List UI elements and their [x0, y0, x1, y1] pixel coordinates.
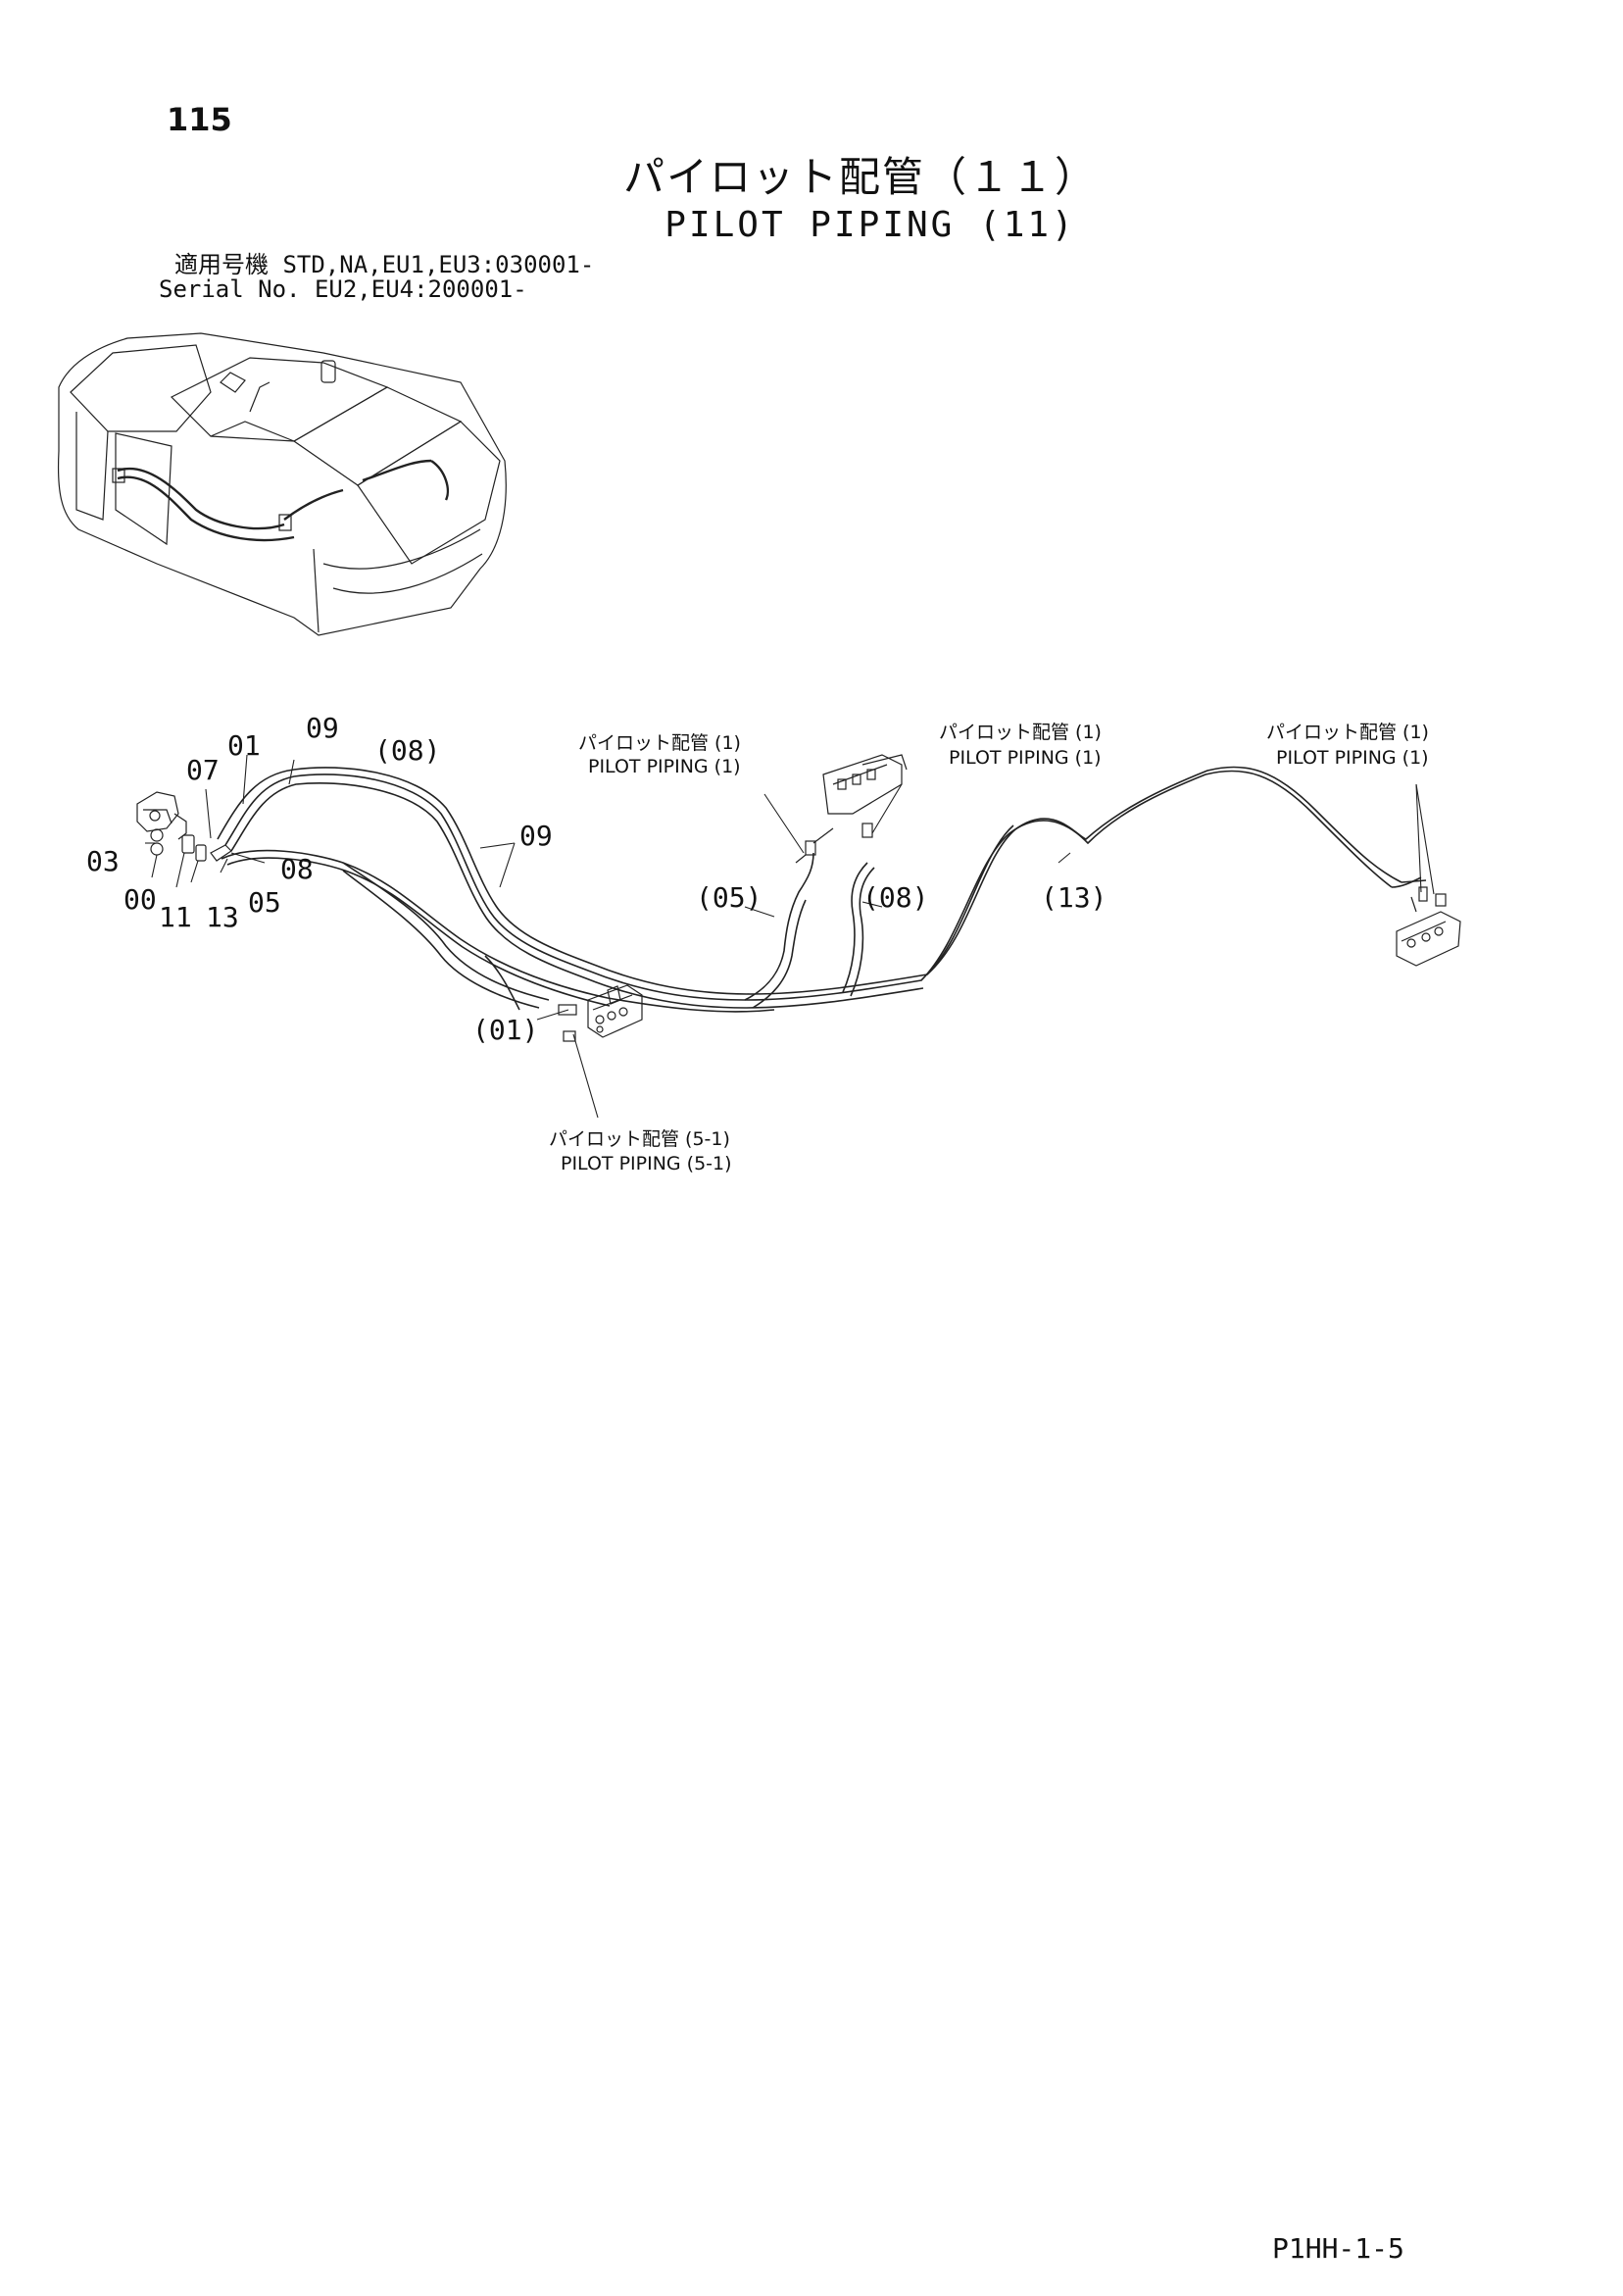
- note-pilot-piping-1-a-en: PILOT PIPING (1): [588, 756, 741, 777]
- callout-07: 07: [186, 754, 220, 786]
- callout-09-second: 09: [519, 820, 553, 852]
- machine-overview-illustration: [57, 332, 507, 636]
- serial-line-2: Serial No. EU2,EU4:200001-: [159, 275, 527, 303]
- note-pilot-piping-1-b-jp: パイロット配管 (1): [939, 722, 1102, 743]
- pilot-valve-assembly: [136, 791, 232, 862]
- title-english: PILOT PIPING (11): [664, 205, 1076, 245]
- callout-13: 13: [206, 901, 239, 933]
- callout-09: 09: [306, 712, 339, 744]
- pipe-bundle: [217, 766, 1427, 1013]
- pilot-valve-block-upper: [795, 754, 908, 864]
- note-pilot-piping-1-b-en: PILOT PIPING (1): [949, 747, 1102, 769]
- callout-08-ref: (08): [374, 734, 440, 767]
- callout-13-ref: (13): [1041, 881, 1107, 914]
- part-callouts: 01 09 (08) 07 03 08 00 11 13 05 09 (05) …: [86, 712, 1107, 1046]
- serial-line-1: 適用号機 STD,NA,EU1,EU3:030001-: [174, 251, 595, 278]
- callout-00: 00: [123, 883, 157, 916]
- note-pilot-piping-1-c-jp: パイロット配管 (1): [1266, 722, 1429, 743]
- note-pilot-piping-1-a-jp: パイロット配管 (1): [578, 732, 741, 754]
- page-number: 115: [167, 101, 232, 138]
- note-pilot-piping-5-1-en: PILOT PIPING (5-1): [561, 1153, 732, 1174]
- callout-08-ref-second: (08): [862, 881, 928, 914]
- note-pilot-piping-5-1-jp: パイロット配管 (5-1): [549, 1128, 730, 1150]
- control-block-lower: [558, 984, 643, 1042]
- callout-08: 08: [280, 853, 314, 885]
- note-pilot-piping-1-c-en: PILOT PIPING (1): [1276, 747, 1429, 769]
- callout-01-ref: (01): [472, 1014, 538, 1046]
- callout-11: 11: [159, 901, 192, 933]
- title-japanese: パイロット配管（１１）: [622, 153, 1098, 201]
- document-number: P1HH-1-5: [1272, 2232, 1404, 2265]
- cross-reference-notes: パイロット配管 (1) PILOT PIPING (1) パイロット配管 (1)…: [549, 722, 1429, 1174]
- callout-01: 01: [227, 729, 261, 762]
- callout-05-ref: (05): [696, 881, 762, 914]
- callout-05: 05: [248, 886, 281, 919]
- pilot-valve-block-right: [1396, 886, 1461, 967]
- leader-lines: [145, 754, 1435, 1119]
- callout-03: 03: [86, 845, 120, 877]
